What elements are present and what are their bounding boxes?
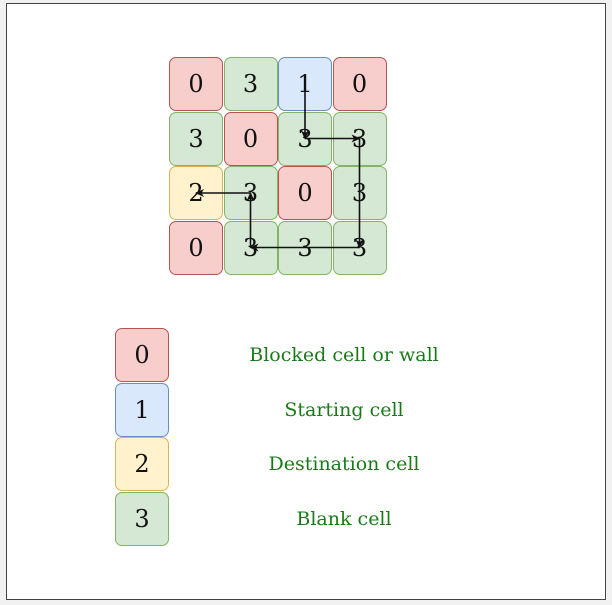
grid-cell-r0-c2: 1 (278, 57, 332, 111)
grid-cell-r1-c1: 0 (223, 111, 278, 166)
legend-label-blank: Blank cell (296, 507, 392, 530)
legend-label-destination: Destination cell (268, 453, 420, 475)
grid-cell-r3-c1: 3 (223, 220, 278, 275)
grid-cell-r2-c3: 3 (332, 166, 387, 220)
grid-cell-r2-c0: 2 (169, 166, 223, 220)
legend-label-blocked: Blocked cell or wall (249, 344, 439, 366)
legend-swatch-start: 1 (115, 382, 169, 437)
grid-cell-r0-c3: 0 (332, 57, 387, 111)
grid-cell-r1-c0: 3 (169, 111, 223, 166)
grid-cell-r1-c3: 3 (332, 111, 387, 166)
legend-swatch-blocked: 0 (115, 328, 169, 382)
legend-label-start: Starting cell (284, 398, 404, 421)
grid-cell-r3-c0: 0 (169, 220, 223, 275)
grid-cell-r3-c2: 3 (278, 220, 332, 275)
grid-cell-r0-c0: 0 (169, 57, 223, 111)
grid-cell-r2-c1: 3 (223, 166, 278, 220)
grid-cell-r1-c2: 3 (278, 111, 332, 166)
legend-swatch-destination: 2 (115, 437, 169, 491)
grid-cell-r3-c3: 3 (332, 220, 387, 275)
grid-cell-r2-c2: 0 (278, 166, 332, 220)
legend-swatch-blank: 3 (115, 491, 169, 546)
grid-cell-r0-c1: 3 (223, 57, 278, 111)
